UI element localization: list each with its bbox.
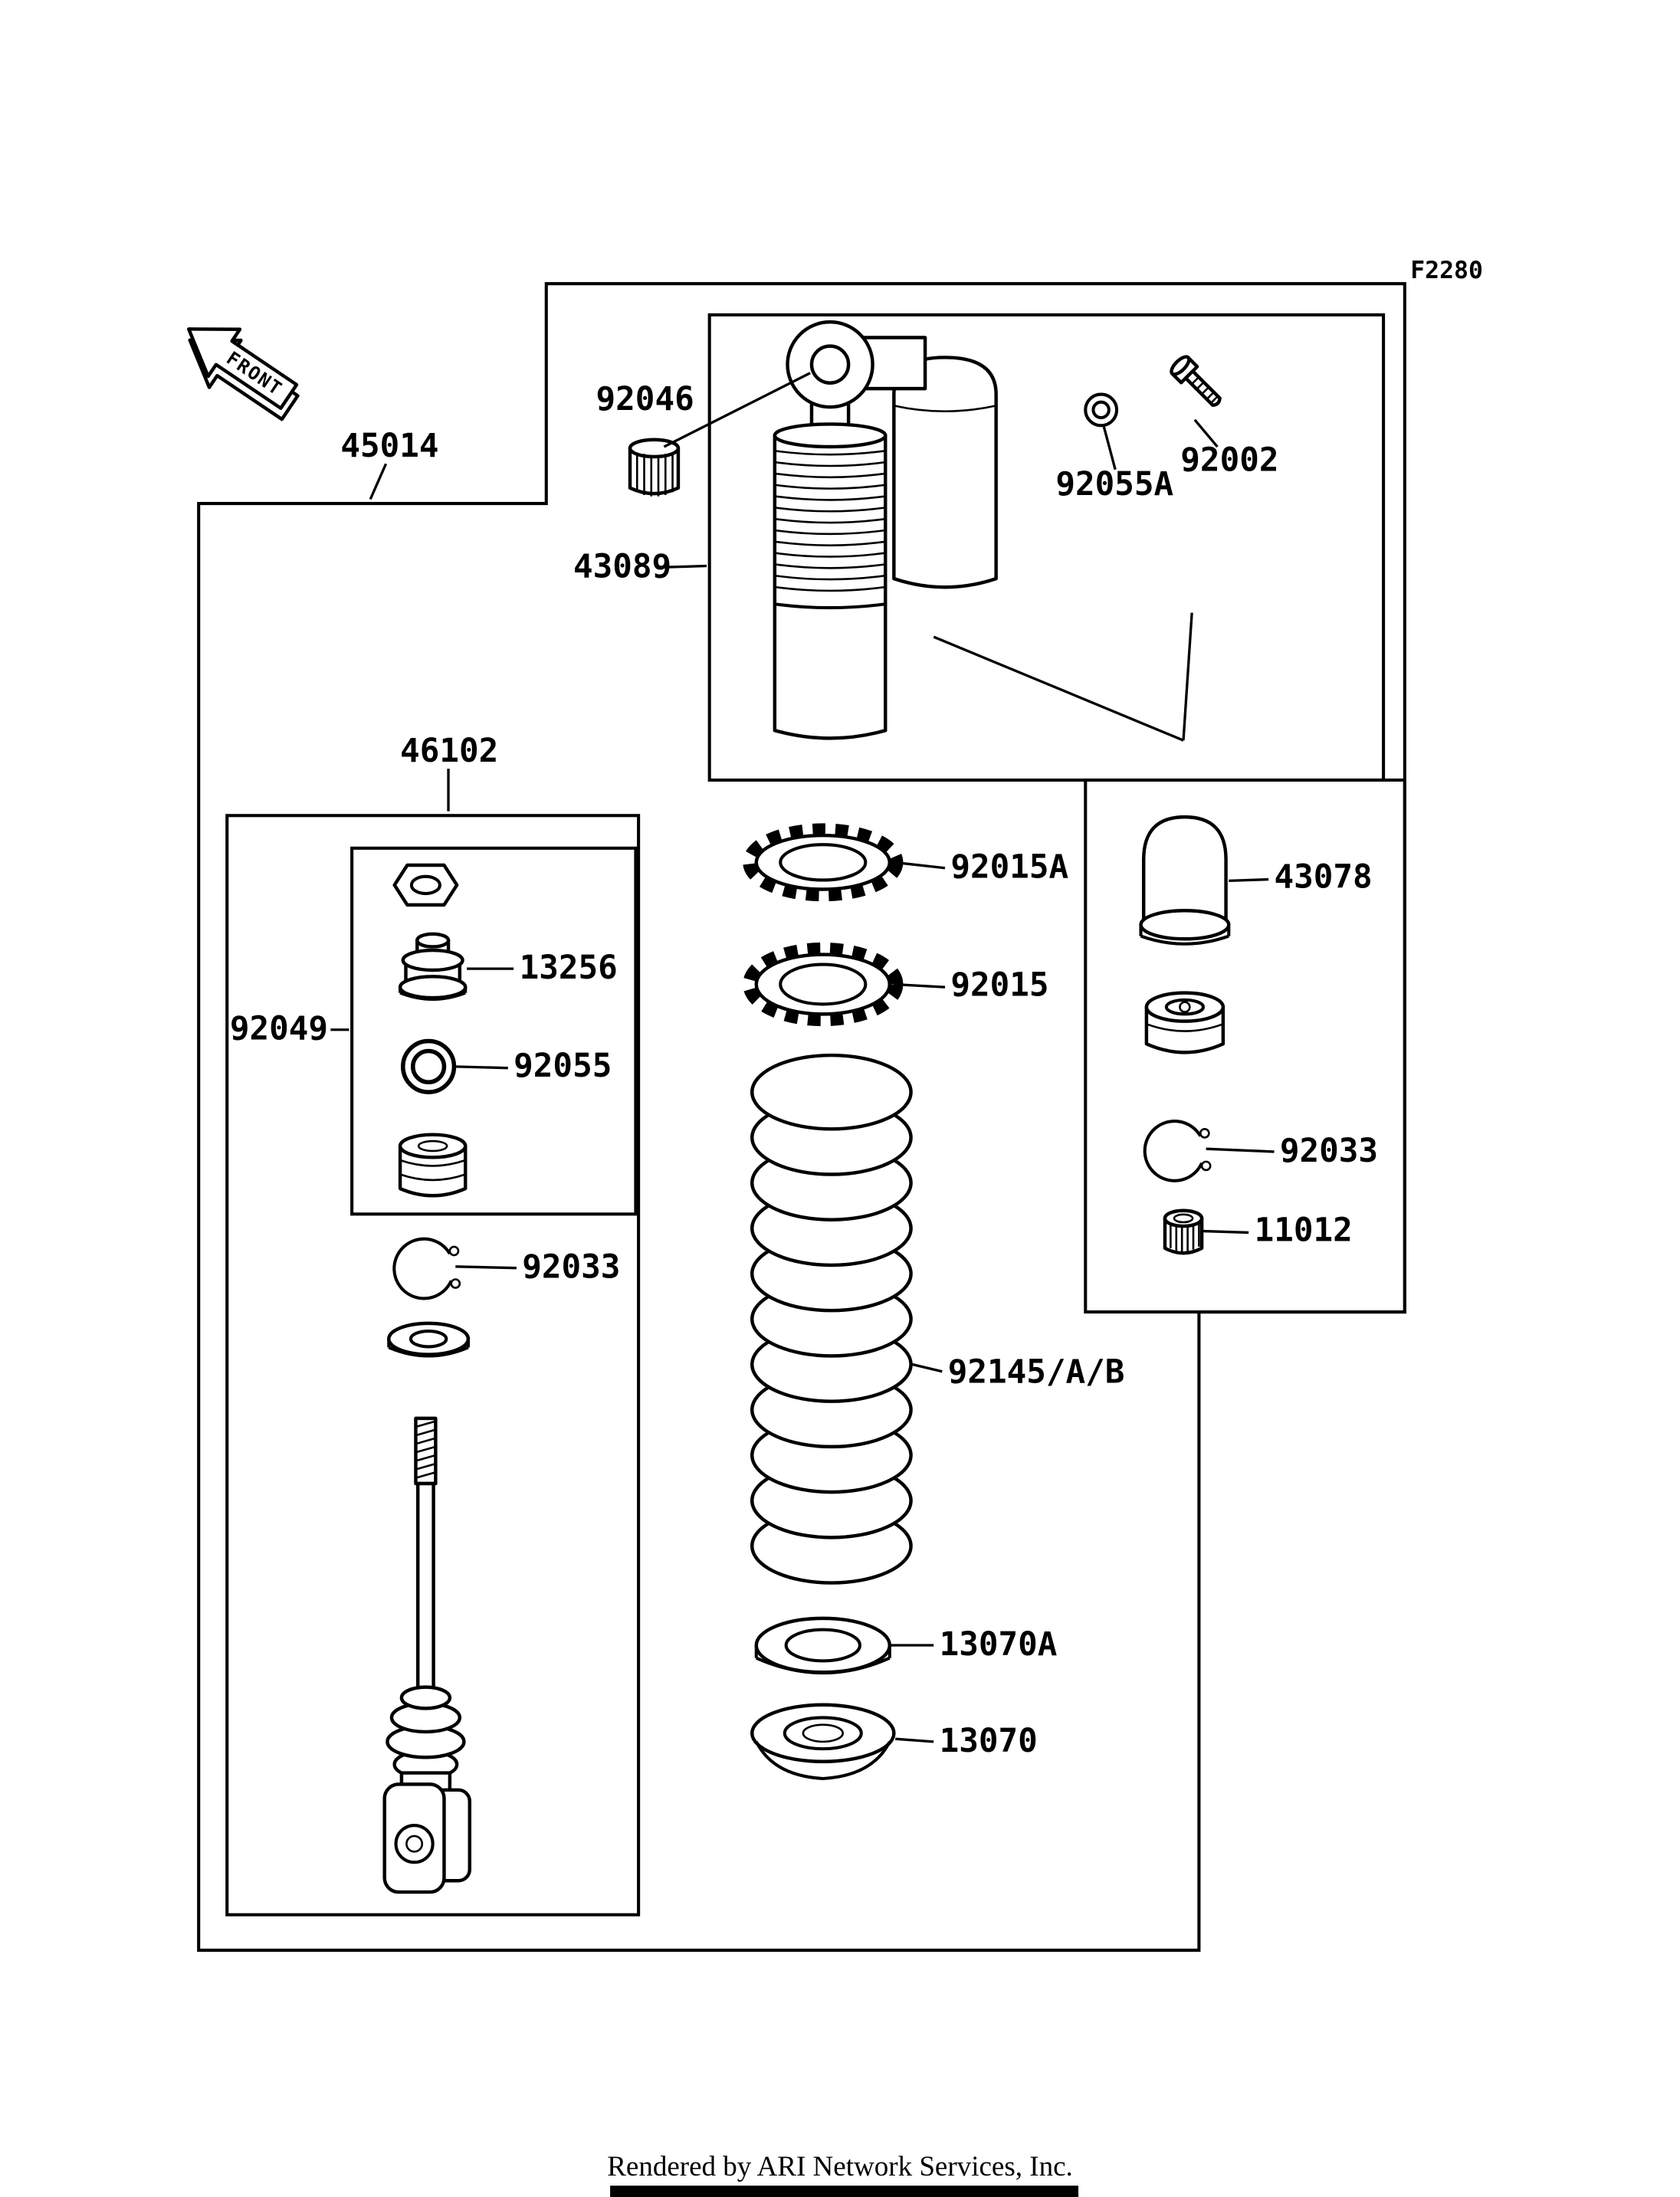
part-label-46102: 46102 bbox=[400, 732, 498, 770]
part-label-92049: 92049 bbox=[230, 1010, 328, 1048]
shock-unit-drawing bbox=[773, 320, 998, 740]
footer-bar bbox=[610, 2186, 1079, 2197]
oring-drawing bbox=[401, 1038, 457, 1094]
valve-cap-drawing bbox=[1163, 1208, 1204, 1255]
shock-unit-box-43089 bbox=[707, 313, 1386, 782]
bolt-drawing bbox=[1170, 355, 1222, 407]
pivot-bushing-drawing bbox=[628, 438, 681, 497]
part-label-45014: 45014 bbox=[340, 427, 438, 465]
rod-assembly-drawing bbox=[382, 863, 472, 1894]
clevis-drawing bbox=[382, 1771, 472, 1894]
front-arrow: FRONT bbox=[187, 327, 300, 421]
leader-lines bbox=[330, 372, 1275, 1743]
rod-washer-drawing bbox=[387, 1321, 471, 1358]
spring-drawing bbox=[750, 1053, 913, 1585]
spring-guide-drawing bbox=[754, 1616, 892, 1675]
shock-body-threads bbox=[776, 450, 884, 610]
piston-assy-drawing bbox=[398, 932, 468, 1001]
locknut-a-drawing bbox=[743, 823, 904, 902]
part-label-43089: 43089 bbox=[573, 547, 671, 585]
part-label-13256: 13256 bbox=[520, 949, 618, 987]
part-label-92055A: 92055A bbox=[1055, 465, 1173, 503]
cushion-drawing bbox=[398, 1133, 468, 1198]
reservoir-cap-drawing bbox=[1139, 815, 1231, 946]
part-label-92145: 92145/A/B bbox=[948, 1353, 1125, 1392]
locknut-drawing bbox=[743, 942, 904, 1027]
assembly-boxes bbox=[197, 282, 1406, 1952]
part-label-92033-rod: 92033 bbox=[522, 1248, 620, 1287]
reservoir-seal-head-drawing bbox=[1144, 991, 1226, 1054]
spring-seat-drawing bbox=[750, 1703, 896, 1781]
rod-nut bbox=[392, 863, 459, 907]
part-label-13070A: 13070A bbox=[940, 1625, 1058, 1664]
bump-stop-drawing bbox=[386, 1685, 466, 1780]
reservoir-body bbox=[892, 356, 998, 589]
part-label-92015A: 92015A bbox=[950, 848, 1068, 887]
part-label-92002: 92002 bbox=[1180, 441, 1278, 479]
circlip-rod-drawing bbox=[392, 1237, 461, 1300]
seal-group-box-92049 bbox=[350, 846, 638, 1216]
part-label-92033-reservoir: 92033 bbox=[1280, 1132, 1378, 1170]
part-labels: F2280 45014 92046 43089 92002 92055A 461… bbox=[230, 257, 1483, 1760]
part-label-92046: 92046 bbox=[596, 380, 694, 418]
diagram-code: F2280 bbox=[1410, 257, 1483, 284]
shock-eyelet-bore bbox=[809, 344, 851, 385]
part-label-11012: 11012 bbox=[1255, 1212, 1353, 1250]
part-label-92055: 92055 bbox=[514, 1047, 612, 1085]
circlip-reservoir-drawing bbox=[1143, 1120, 1212, 1182]
part-label-13070: 13070 bbox=[940, 1722, 1038, 1760]
exploded-view-pointer-lines bbox=[933, 612, 1193, 742]
front-arrow-body bbox=[187, 327, 299, 410]
rod-assembly-box-46102 bbox=[225, 814, 641, 1917]
part-label-92015: 92015 bbox=[950, 966, 1048, 1004]
damper-rod-drawing bbox=[414, 1416, 438, 1693]
oring-a-drawing bbox=[1084, 392, 1119, 428]
footer-credit: Rendered by ARI Network Services, Inc. bbox=[607, 2151, 1073, 2182]
part-label-43078: 43078 bbox=[1275, 858, 1373, 897]
reservoir-parts-box bbox=[1084, 778, 1406, 1314]
